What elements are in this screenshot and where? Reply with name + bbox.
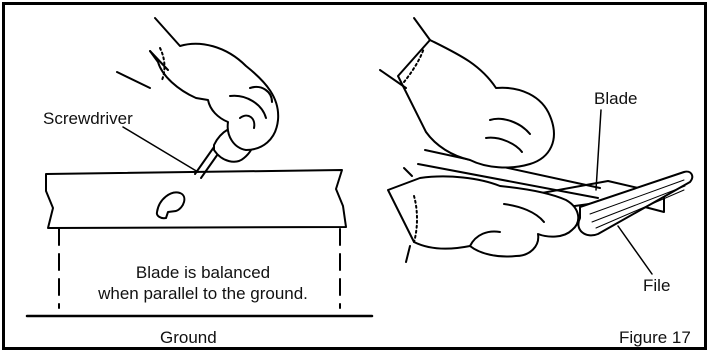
blade-balancing	[45, 169, 347, 229]
ground-label: Ground	[160, 328, 217, 347]
figure-number: Figure 17	[619, 328, 691, 347]
filing-illustration	[379, 17, 694, 275]
glove-hand-lower	[387, 175, 580, 258]
balance-caption: Blade is balanced when parallel to the g…	[58, 262, 348, 305]
screwdriver-label: Screwdriver	[43, 109, 133, 128]
file-label: File	[643, 276, 671, 295]
file-pointer	[617, 225, 653, 275]
glove-hand-upper	[397, 39, 555, 169]
blade-pointer	[595, 109, 602, 191]
glove-hand-left	[149, 17, 280, 151]
balancing-illustration	[25, 17, 374, 318]
screwdriver-shaft	[194, 146, 221, 179]
blade-center-hole	[155, 191, 186, 220]
screwdriver-pointer	[122, 126, 199, 173]
blade-label: Blade	[594, 89, 638, 108]
file-tool	[577, 170, 694, 237]
balance-caption-line-2: when parallel to the ground.	[98, 284, 308, 304]
balance-caption-line-1: Blade is balanced	[135, 263, 271, 282]
